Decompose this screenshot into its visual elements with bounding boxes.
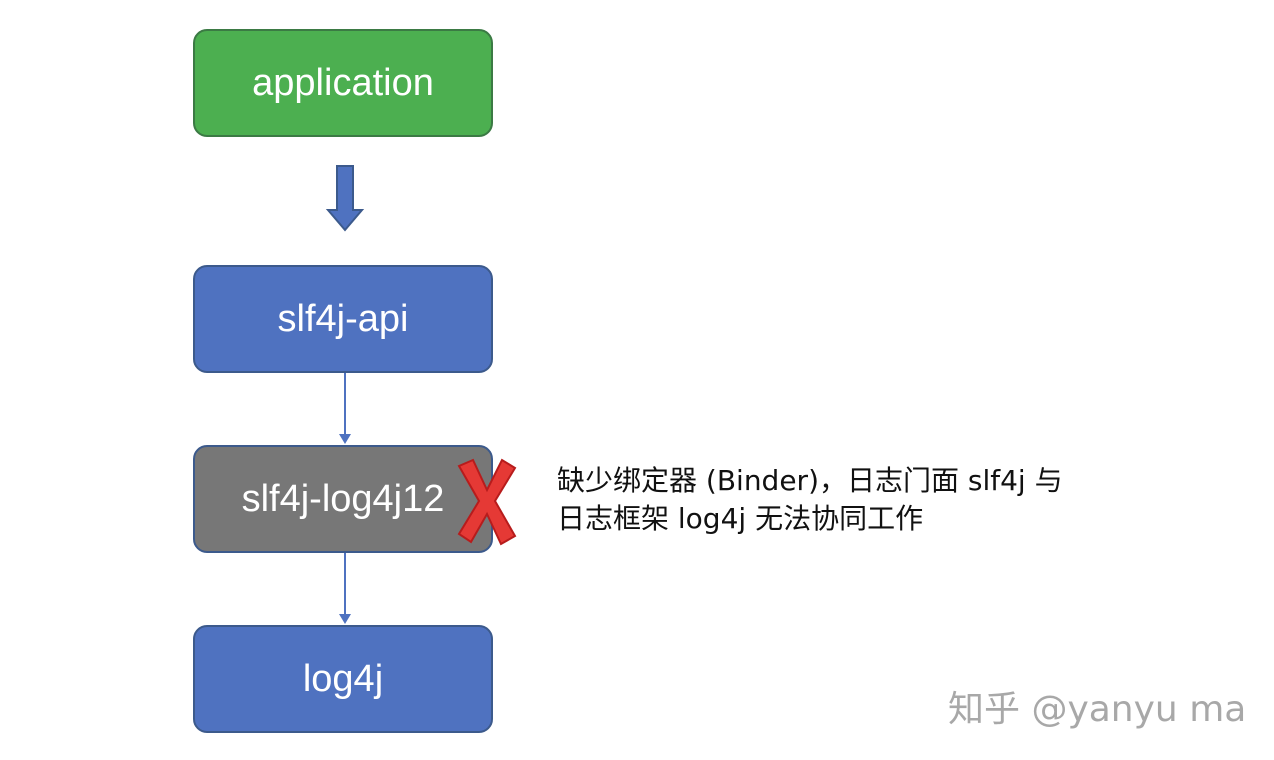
node-slf4j-api-label: slf4j-api <box>277 297 409 340</box>
note-line-1: 缺少绑定器 (Binder)，日志门面 slf4j 与 <box>557 464 1063 497</box>
node-application-label: application <box>252 61 434 104</box>
missing-binder-note: 缺少绑定器 (Binder)，日志门面 slf4j 与 日志框架 log4j 无… <box>557 462 1157 538</box>
note-line-2: 日志框架 log4j 无法协同工作 <box>557 502 924 535</box>
block-arrow-down-icon <box>325 165 365 232</box>
edge-slf4j-log4j12-to-log4j <box>339 553 351 624</box>
edge-application-to-slf4j-api <box>325 165 365 232</box>
red-cross-icon <box>457 458 517 546</box>
watermark: 知乎 @yanyu ma <box>948 689 1247 730</box>
node-log4j: log4j <box>193 625 493 733</box>
arrowhead-icon <box>339 614 351 624</box>
edge-slf4j-api-to-slf4j-log4j12 <box>339 373 351 444</box>
node-application: application <box>193 29 493 137</box>
node-log4j-label: log4j <box>302 657 384 700</box>
node-slf4j-log4j12-label: slf4j-log4j12 <box>241 477 445 520</box>
node-slf4j-api: slf4j-api <box>193 265 493 373</box>
node-slf4j-log4j12: slf4j-log4j12 <box>193 445 493 553</box>
arrowhead-icon <box>339 434 351 444</box>
